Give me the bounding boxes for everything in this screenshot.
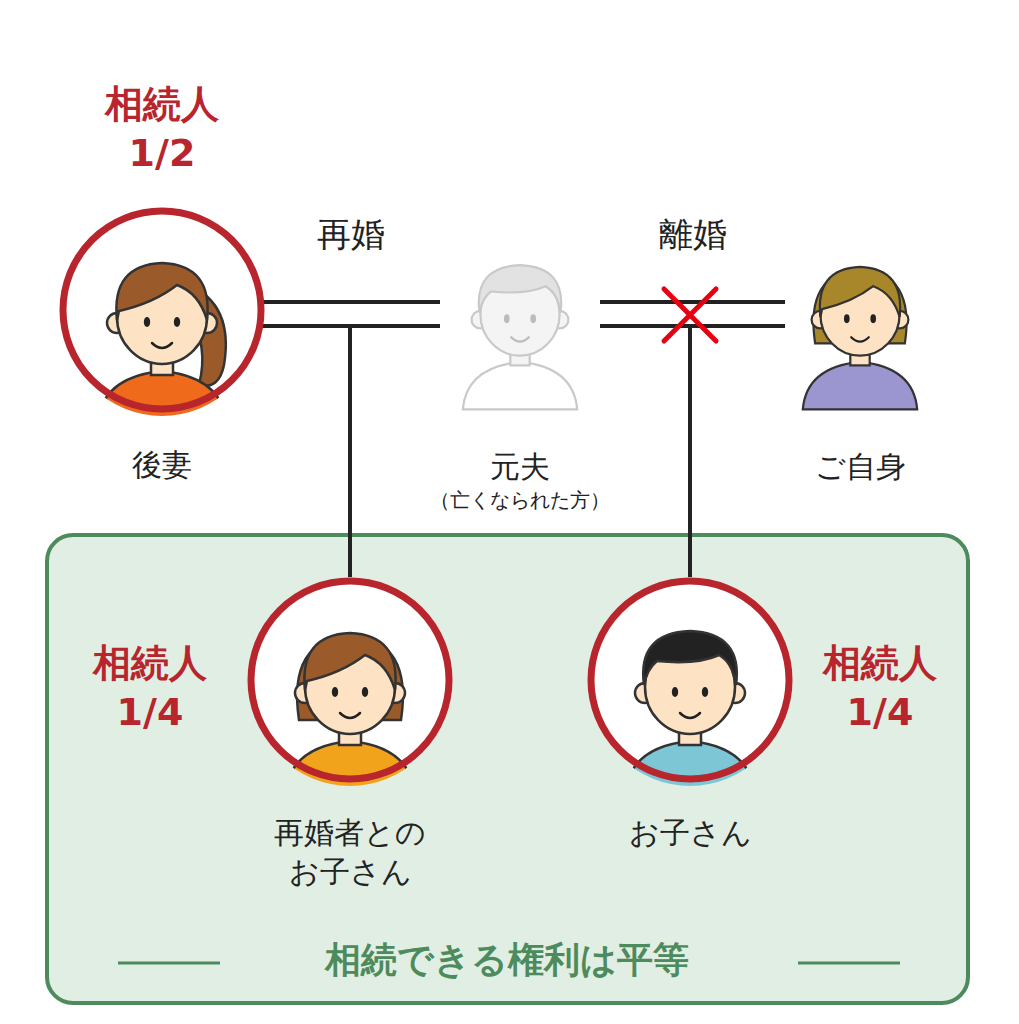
person-name: 後妻 xyxy=(132,445,192,484)
person-name: 再婚者との お子さん xyxy=(266,813,434,891)
eye-shape xyxy=(672,687,678,697)
eye-shape xyxy=(332,687,338,697)
hair-shape xyxy=(479,265,561,313)
person-illustration xyxy=(803,267,917,410)
self-figure: ご自身 xyxy=(785,225,935,415)
node-outline xyxy=(59,207,265,413)
mouth-shape xyxy=(511,337,529,341)
mouth-shape xyxy=(680,713,700,718)
node-outline xyxy=(587,577,793,783)
deceased-figure: 元夫（亡くなられた方） xyxy=(440,225,600,415)
heir-circle: 相続人 1/2後妻 xyxy=(59,207,265,413)
eye-shape xyxy=(144,317,150,327)
mouth-shape xyxy=(152,343,172,348)
eye-shape xyxy=(870,314,876,323)
connector-line xyxy=(600,326,690,577)
connector-line xyxy=(600,300,785,304)
title-rule-right xyxy=(798,962,900,965)
hair-shape xyxy=(820,267,900,317)
eye-shape xyxy=(174,317,180,327)
hair-shape xyxy=(643,631,737,685)
person-note: （亡くなられた方） xyxy=(430,487,610,513)
person-name: お子さん xyxy=(629,813,752,852)
divorce-cross xyxy=(664,289,716,341)
node-outline xyxy=(440,225,600,415)
heir-circle: 相続人 1/4お子さん xyxy=(587,577,793,783)
person-name: ご自身 xyxy=(815,447,906,486)
eye-shape xyxy=(504,314,510,323)
node-outline xyxy=(247,577,453,783)
hair-shape xyxy=(304,633,395,690)
family-connector xyxy=(262,302,440,326)
equal-rights-panel: 相続できる権利は平等相続人 1/4再婚者との お子さん相続人 1/4お子さん xyxy=(45,533,970,1005)
connector-line xyxy=(262,300,440,304)
shirt-shape xyxy=(463,362,577,410)
divorce-cross xyxy=(664,289,716,341)
family-connector xyxy=(600,326,690,577)
mouth-shape xyxy=(340,713,360,718)
hair-shape xyxy=(116,263,207,320)
eye-shape xyxy=(530,314,536,323)
circle-outline xyxy=(63,211,261,409)
person-illustration xyxy=(463,265,577,409)
marriage-label: 再婚 xyxy=(317,212,385,258)
panel-background xyxy=(47,535,968,1003)
eye-shape xyxy=(362,687,368,697)
eye-shape xyxy=(844,314,850,323)
mouth-shape xyxy=(851,337,869,341)
shirt-shape xyxy=(803,362,917,410)
heir-share: 相続人 1/2 xyxy=(97,80,226,179)
node-outline xyxy=(785,225,935,415)
panel-title: 相続できる権利は平等 xyxy=(325,937,689,984)
heir-circle: 相続人 1/4再婚者との お子さん xyxy=(247,577,453,783)
person-name: 元夫 xyxy=(490,447,550,486)
connector-line xyxy=(350,326,440,577)
circle-outline xyxy=(591,581,789,779)
marriage-label: 離婚 xyxy=(659,212,727,258)
heir-share: 相続人 1/4 xyxy=(85,639,214,738)
panel-shape xyxy=(47,535,968,1003)
circle-outline xyxy=(251,581,449,779)
eye-shape xyxy=(702,687,708,697)
title-rule-left xyxy=(118,962,220,965)
heir-share: 相続人 1/4 xyxy=(815,639,944,738)
family-connector xyxy=(350,326,440,577)
